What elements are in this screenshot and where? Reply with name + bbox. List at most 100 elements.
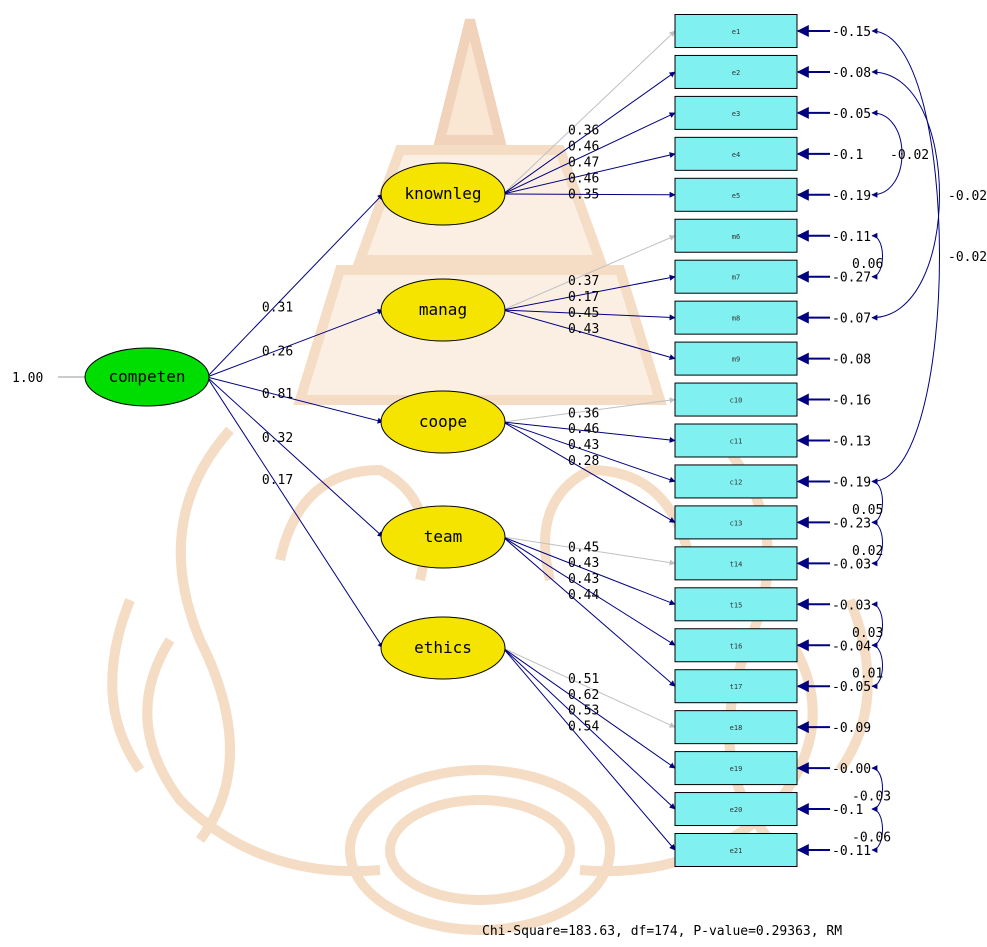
covariance-label-1: -0.02 [948,189,987,204]
observed-box-t17 [674,669,798,704]
loading-label-m8: 0.45 [568,306,599,321]
error-label-t17: -0.05 [832,680,871,695]
error-label-m6: -0.11 [832,230,871,245]
error-label-t14: -0.03 [832,557,871,572]
loading-label-m6: 0.37 [568,274,599,289]
path-e4 [502,152,676,195]
observed-box-m6 [674,218,798,253]
loading-label-e2: 0.46 [568,139,599,154]
covariance-label-9: -0.06 [852,831,891,846]
path-e19 [502,647,676,769]
observed-label-e18: e18 [730,724,743,732]
observed-box-e4 [674,136,798,171]
loading-label-m9: 0.43 [568,322,599,337]
path-t16 [502,536,676,646]
observed-box-t14 [674,546,798,581]
error-label-e1: -0.15 [832,25,871,40]
error-label-m8: -0.07 [832,312,871,327]
observed-label-c11: c11 [730,438,743,446]
observed-box-e21 [674,833,798,867]
latent-label-coope: coope [419,412,467,431]
loading-label-e1: 0.36 [568,124,599,139]
error-label-e18: -0.09 [832,721,871,736]
latent-ellipse-knownleg [380,162,506,226]
observed-label-e4: e4 [732,151,740,159]
latent-label-manag: manag [419,300,467,319]
path-e3 [502,112,676,195]
loading-label-coope: 0.81 [262,387,293,402]
observed-box-t15 [674,587,798,622]
error-label-m9: -0.08 [832,353,871,368]
covariance-label-5: 0.02 [852,544,883,559]
path-t17 [502,536,676,687]
observed-label-e3: e3 [732,110,740,118]
path-e1 [502,30,676,195]
observed-box-m9 [674,341,798,376]
observed-label-t17: t17 [730,683,743,691]
covariance-label-8: -0.03 [852,790,891,805]
latent-ellipse-competen [84,347,210,407]
observed-label-m7: m7 [732,274,740,282]
path-competen-coope [206,376,384,424]
observed-box-c10 [674,382,798,417]
path-m7 [502,274,676,311]
observed-box-c13 [674,505,798,540]
error-label-c13: -0.23 [832,516,871,531]
path-e20 [502,647,676,810]
latent-label-knownleg: knownleg [404,184,481,203]
observed-label-e21: e21 [730,847,743,855]
covariance-label-3: 0.06 [852,257,883,272]
observed-box-m8 [674,300,798,335]
loading-label-t16: 0.43 [568,572,599,587]
path-c13 [502,421,676,523]
observed-box-e18 [674,710,798,745]
observed-box-t16 [674,628,798,663]
observed-label-m6: m6 [732,233,740,241]
observed-box-e3 [674,95,798,130]
covariance-1 [871,68,940,321]
loading-label-t14: 0.45 [568,540,599,555]
error-label-e3: -0.05 [832,107,871,122]
latent-label-team: team [424,527,463,546]
latent-ellipse-manag [380,278,506,342]
observed-label-e19: e19 [730,765,743,773]
observed-label-t16: t16 [730,642,743,650]
observed-box-c12 [674,464,798,499]
observed-box-e20 [674,792,798,827]
loading-label-ethics: 0.17 [262,473,293,488]
path-competen-team [206,376,384,538]
latent-ellipse-team [380,505,506,569]
path-c12 [502,421,676,483]
observed-label-e1: e1 [732,28,740,36]
loading-label-e4: 0.46 [568,171,599,186]
error-label-e19: -0.00 [832,762,871,777]
path-c11 [502,421,676,443]
loading-label-team: 0.32 [262,431,293,446]
observed-label-e20: e20 [730,806,743,814]
covariance-2 [871,109,903,198]
loading-label-manag: 0.26 [262,345,293,360]
error-label-c10: -0.16 [832,394,871,409]
path-c10 [502,397,676,423]
loading-label-e18: 0.51 [568,672,599,687]
loading-label-c12: 0.43 [568,438,599,453]
latent-label-competen: competen [108,367,185,386]
observed-label-m9: m9 [732,356,740,364]
covariance-9 [871,806,883,853]
path-competen-ethics [206,376,384,649]
observed-label-m8: m8 [732,315,740,323]
error-label-c11: -0.13 [832,435,871,450]
path-e5 [502,191,676,198]
error-label-t16: -0.04 [832,639,871,654]
path-competen-knownleg [206,193,384,378]
error-label-m7: -0.27 [832,271,871,286]
variance-label: 1.00 [12,371,43,386]
path-m8 [502,309,676,321]
path-m6 [502,235,676,311]
observed-box-e2 [674,54,798,89]
path-e18 [502,647,676,728]
observed-box-e5 [674,177,798,212]
observed-label-c12: c12 [730,478,743,486]
observed-label-e2: e2 [732,69,740,77]
observed-label-c13: c13 [730,519,743,527]
